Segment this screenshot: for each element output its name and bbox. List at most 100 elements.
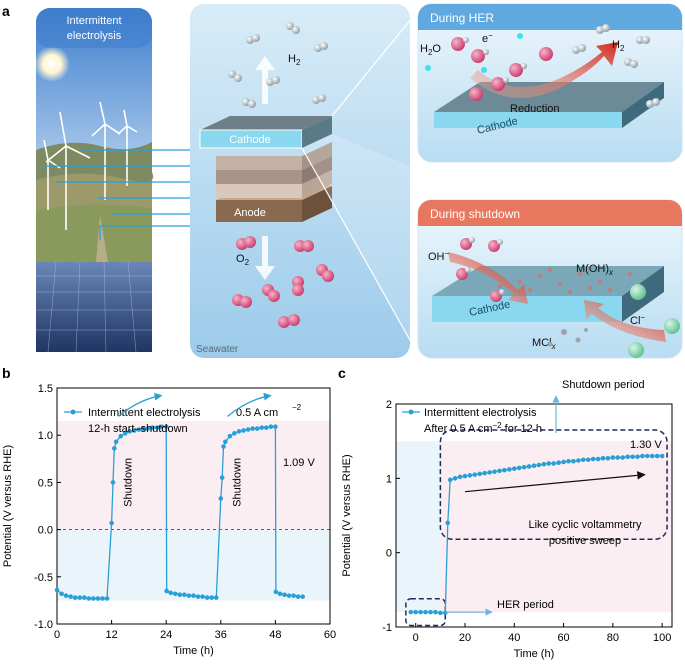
shutdown-molecules [456, 237, 680, 358]
data-point [541, 461, 547, 467]
left-title-line2: electrolysis [67, 30, 122, 42]
data-point [433, 609, 438, 615]
electrode-stack [199, 116, 332, 222]
data-point [585, 457, 591, 463]
data-point [635, 454, 640, 460]
data-point [566, 458, 571, 464]
data-point [605, 455, 611, 461]
shutdown-title: During shutdown [430, 207, 520, 221]
sun-icon [34, 46, 70, 82]
y-tick-label: -1.0 [34, 619, 53, 631]
data-point [241, 428, 246, 433]
data-point [300, 594, 306, 599]
shutdown-label: Shutdown [123, 458, 135, 507]
data-point [219, 475, 225, 480]
trend-arrow [118, 392, 163, 417]
data-point [551, 461, 557, 466]
x-tick-label: 100 [653, 632, 671, 644]
data-point [277, 591, 283, 597]
data-point [556, 460, 561, 466]
data-point [145, 426, 151, 431]
data-point [620, 455, 626, 460]
data-point [204, 595, 210, 600]
data-point [580, 457, 586, 463]
shutdown-period-box [439, 429, 668, 541]
zoom-lines [301, 7, 421, 359]
wind-turbine-icon [43, 101, 138, 230]
shutdown-period-label: Shutdown period [562, 379, 645, 391]
y-tick-label: 0 [386, 548, 392, 560]
x-axis-label: Time (h) [514, 648, 555, 660]
legend-text-line1: Intermittent electrolysis [424, 407, 537, 419]
her-electron-label: e− [482, 31, 493, 45]
shutdown-mcl-label: MClx [532, 337, 557, 351]
legend-marker [70, 409, 76, 415]
pink-region [440, 441, 672, 613]
her-period-box [405, 598, 447, 627]
data-point [497, 468, 502, 474]
her-reduction-label: Reduction [510, 103, 560, 115]
data-point [438, 610, 443, 616]
data-point [122, 431, 128, 436]
data-point [259, 425, 265, 430]
data-point [561, 459, 566, 465]
seawater-label: Seawater [196, 344, 239, 355]
data-point [418, 609, 423, 615]
sweep-arrow [464, 471, 646, 493]
data-point [492, 469, 497, 474]
plot-frame [56, 387, 331, 625]
data-point [659, 453, 665, 459]
data-point [445, 520, 451, 526]
data-point [245, 427, 251, 432]
data-point [223, 439, 228, 445]
data-point [91, 596, 96, 601]
data-point [186, 593, 192, 598]
cv-label-line2: positive sweep [549, 535, 621, 547]
shutdown-cl-arrow [584, 300, 666, 342]
y-tick-label: 0.0 [38, 525, 53, 537]
data-point [264, 425, 269, 430]
h2-molecules [228, 22, 328, 108]
y-tick-label: 2 [386, 399, 392, 411]
data-point [457, 474, 463, 480]
data-point [610, 455, 616, 460]
data-point [273, 424, 278, 430]
data-point [173, 591, 178, 597]
data-point [482, 470, 488, 476]
y-tick-label: 1 [386, 473, 392, 485]
data-point [227, 433, 233, 439]
shutdown-cl-label: Cl− [630, 313, 645, 327]
x-tick-label: 60 [557, 632, 569, 644]
legend-text-line2: 12-h start–shutdown [88, 423, 188, 435]
x-tick-label: 24 [160, 629, 172, 641]
data-point [250, 426, 255, 431]
data-point [191, 593, 196, 598]
data-point [163, 424, 169, 430]
y-tick-label: 1.5 [38, 383, 53, 395]
data-point [182, 592, 187, 598]
data-point [521, 464, 527, 470]
legend-marker [408, 409, 414, 415]
y-tick-label: -0.5 [34, 572, 53, 584]
x-tick-label: 20 [459, 632, 471, 644]
data-point [428, 609, 433, 615]
plot-frame [395, 403, 673, 628]
data-point [654, 453, 660, 459]
data-point [536, 462, 542, 468]
x-tick-label: 36 [215, 629, 227, 641]
y-axis-label: Potential (V versus RHE) [2, 445, 14, 567]
stack-cathode-label: Cathode [229, 134, 271, 146]
data-point [68, 594, 73, 599]
value-label: 1.09 V [283, 457, 315, 469]
shutdown-oh-label: OH− [428, 249, 450, 263]
data-point [112, 446, 117, 451]
data-point [502, 467, 507, 473]
left-title-line1: Intermittent [66, 15, 121, 27]
data-point [110, 480, 116, 485]
data-point [254, 426, 260, 431]
data-point [132, 428, 137, 433]
data-point [487, 470, 492, 475]
data-point [200, 594, 205, 599]
data-point [236, 429, 242, 434]
data-point [268, 424, 274, 430]
